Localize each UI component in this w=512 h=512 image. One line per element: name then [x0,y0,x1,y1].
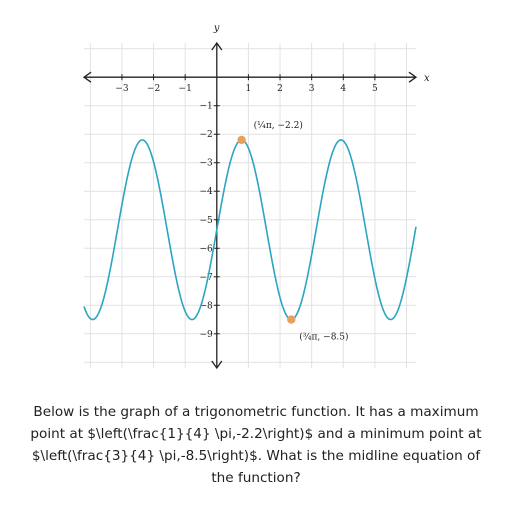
x-tick-label: −2 [147,84,160,94]
y-axis-label: y [213,23,220,34]
y-tick-label: −1 [200,102,213,112]
x-axis-label: x [424,73,430,84]
maximum-point [237,135,246,145]
y-axis-top-arrow [211,41,223,51]
x-axis-right-arrow [408,71,418,83]
x-tick-label: 4 [340,84,346,94]
grid-lines [84,43,416,368]
x-tick-label: 2 [277,84,283,94]
y-tick-label: −8 [200,301,214,311]
minimum-point-label: (¾π, −8.5) [299,332,348,343]
y-tick-label: −5 [200,216,214,226]
question-text: Below is the graph of a trigonometric fu… [30,404,482,486]
y-tick-label: −2 [200,130,213,140]
y-tick-label: −4 [200,187,214,197]
x-tick-label: 5 [372,84,378,94]
sine-curve [83,139,417,321]
minimum-point [287,315,296,324]
y-tick-label: −7 [200,273,214,283]
function-graph: x y −3 −2 −1 1 2 3 4 5 −1 −2 −3 −4 −5 −6 −7 −8 −9 (¼π, −2.2… [82,23,430,370]
x-tick-label: −1 [179,84,192,94]
maximum-point-label: (¼π, −2.2) [254,120,303,131]
y-tick-label: −9 [200,330,214,340]
y-tick-label: −3 [200,159,214,169]
x-axis-left-arrow [82,71,92,83]
x-tick-label: 1 [246,84,252,94]
y-axis-bottom-arrow [211,360,223,370]
x-tick-label: 3 [309,84,315,94]
y-tick-label: −6 [200,244,214,254]
x-tick-label: −3 [115,84,129,94]
